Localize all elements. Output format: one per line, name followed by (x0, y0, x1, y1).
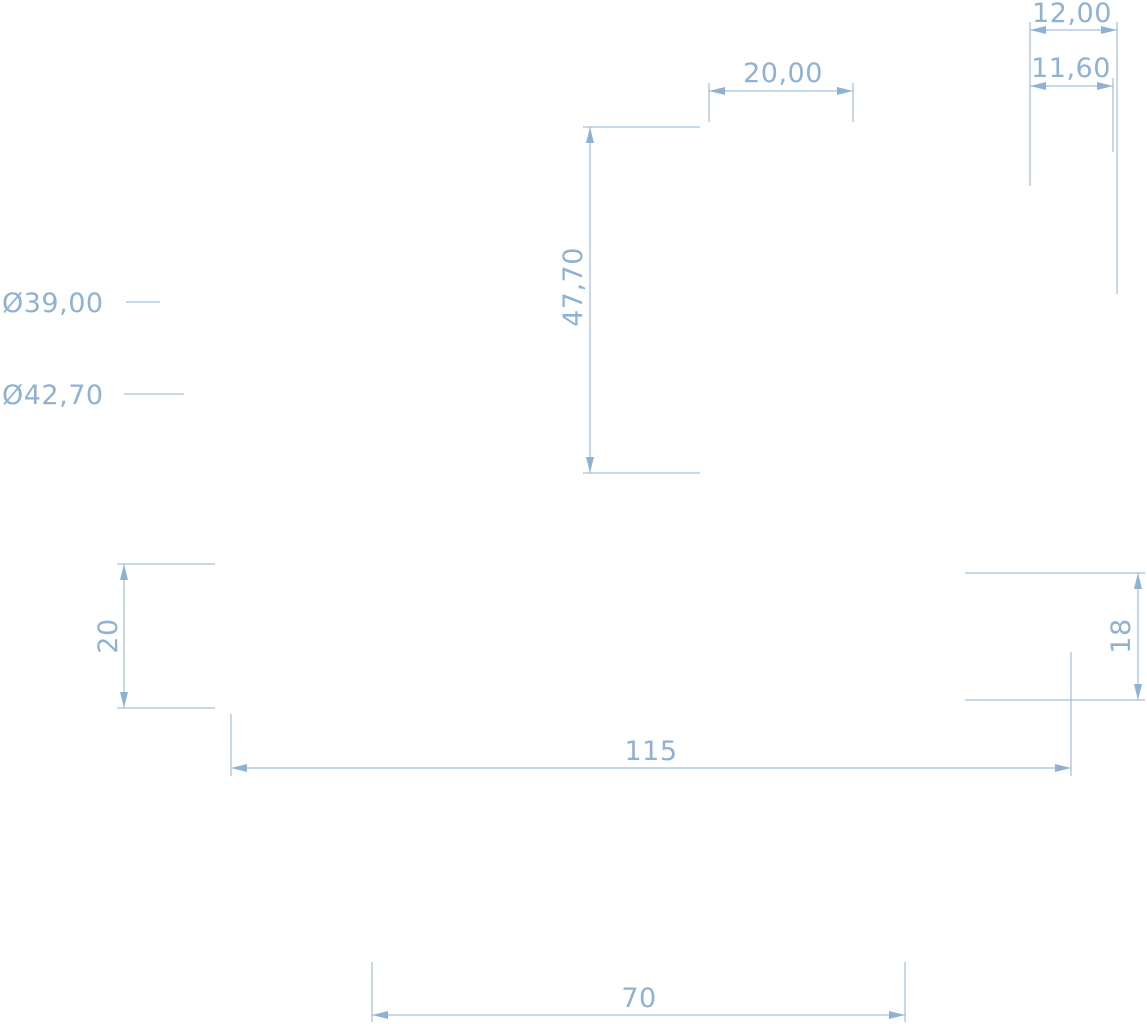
dimension-20: 20 (93, 563, 215, 709)
arrowhead (1134, 573, 1142, 589)
dimension-20-00: 20,00 (708, 58, 854, 122)
arrowhead (120, 564, 128, 580)
arrowhead (586, 127, 594, 143)
arrowhead (1055, 764, 1071, 772)
dimension-label: 12,00 (1032, 0, 1112, 29)
dimension-label: 18 (1106, 618, 1137, 653)
arrowhead (1030, 26, 1046, 34)
arrowhead (1030, 82, 1046, 90)
arrowhead (586, 457, 594, 473)
arrowhead (1101, 26, 1117, 34)
dimension-label: 115 (624, 736, 677, 767)
arrowhead (1097, 82, 1113, 90)
dimension-115: 115 (230, 652, 1072, 776)
arrowhead (120, 692, 128, 708)
dimension-label: Ø39,00 (2, 288, 104, 319)
dimension-label: 11,60 (1031, 53, 1111, 84)
arrowhead (1134, 684, 1142, 700)
dimension-11-60: 11,60 (1030, 53, 1114, 152)
dimension-12-00: 12,00 (1029, 0, 1118, 294)
dimension-diameter-39-00: Ø39,00 (2, 288, 160, 319)
arrowhead (372, 1011, 388, 1019)
dimension-47-70: 47,70 (558, 126, 700, 474)
dimension-label: 70 (621, 983, 656, 1014)
dimension-18: 18 (965, 572, 1145, 701)
dimension-diameter-42-70: Ø42,70 (2, 380, 184, 411)
arrowhead (889, 1011, 905, 1019)
arrowhead (837, 87, 853, 95)
arrowhead (709, 87, 725, 95)
dimension-label: 47,70 (558, 247, 589, 327)
dimension-label: Ø42,70 (2, 380, 104, 411)
arrowhead (231, 764, 247, 772)
dimension-label: 20 (93, 618, 124, 653)
dimension-label: 20,00 (743, 58, 823, 89)
dimension-70: 70 (371, 962, 906, 1022)
